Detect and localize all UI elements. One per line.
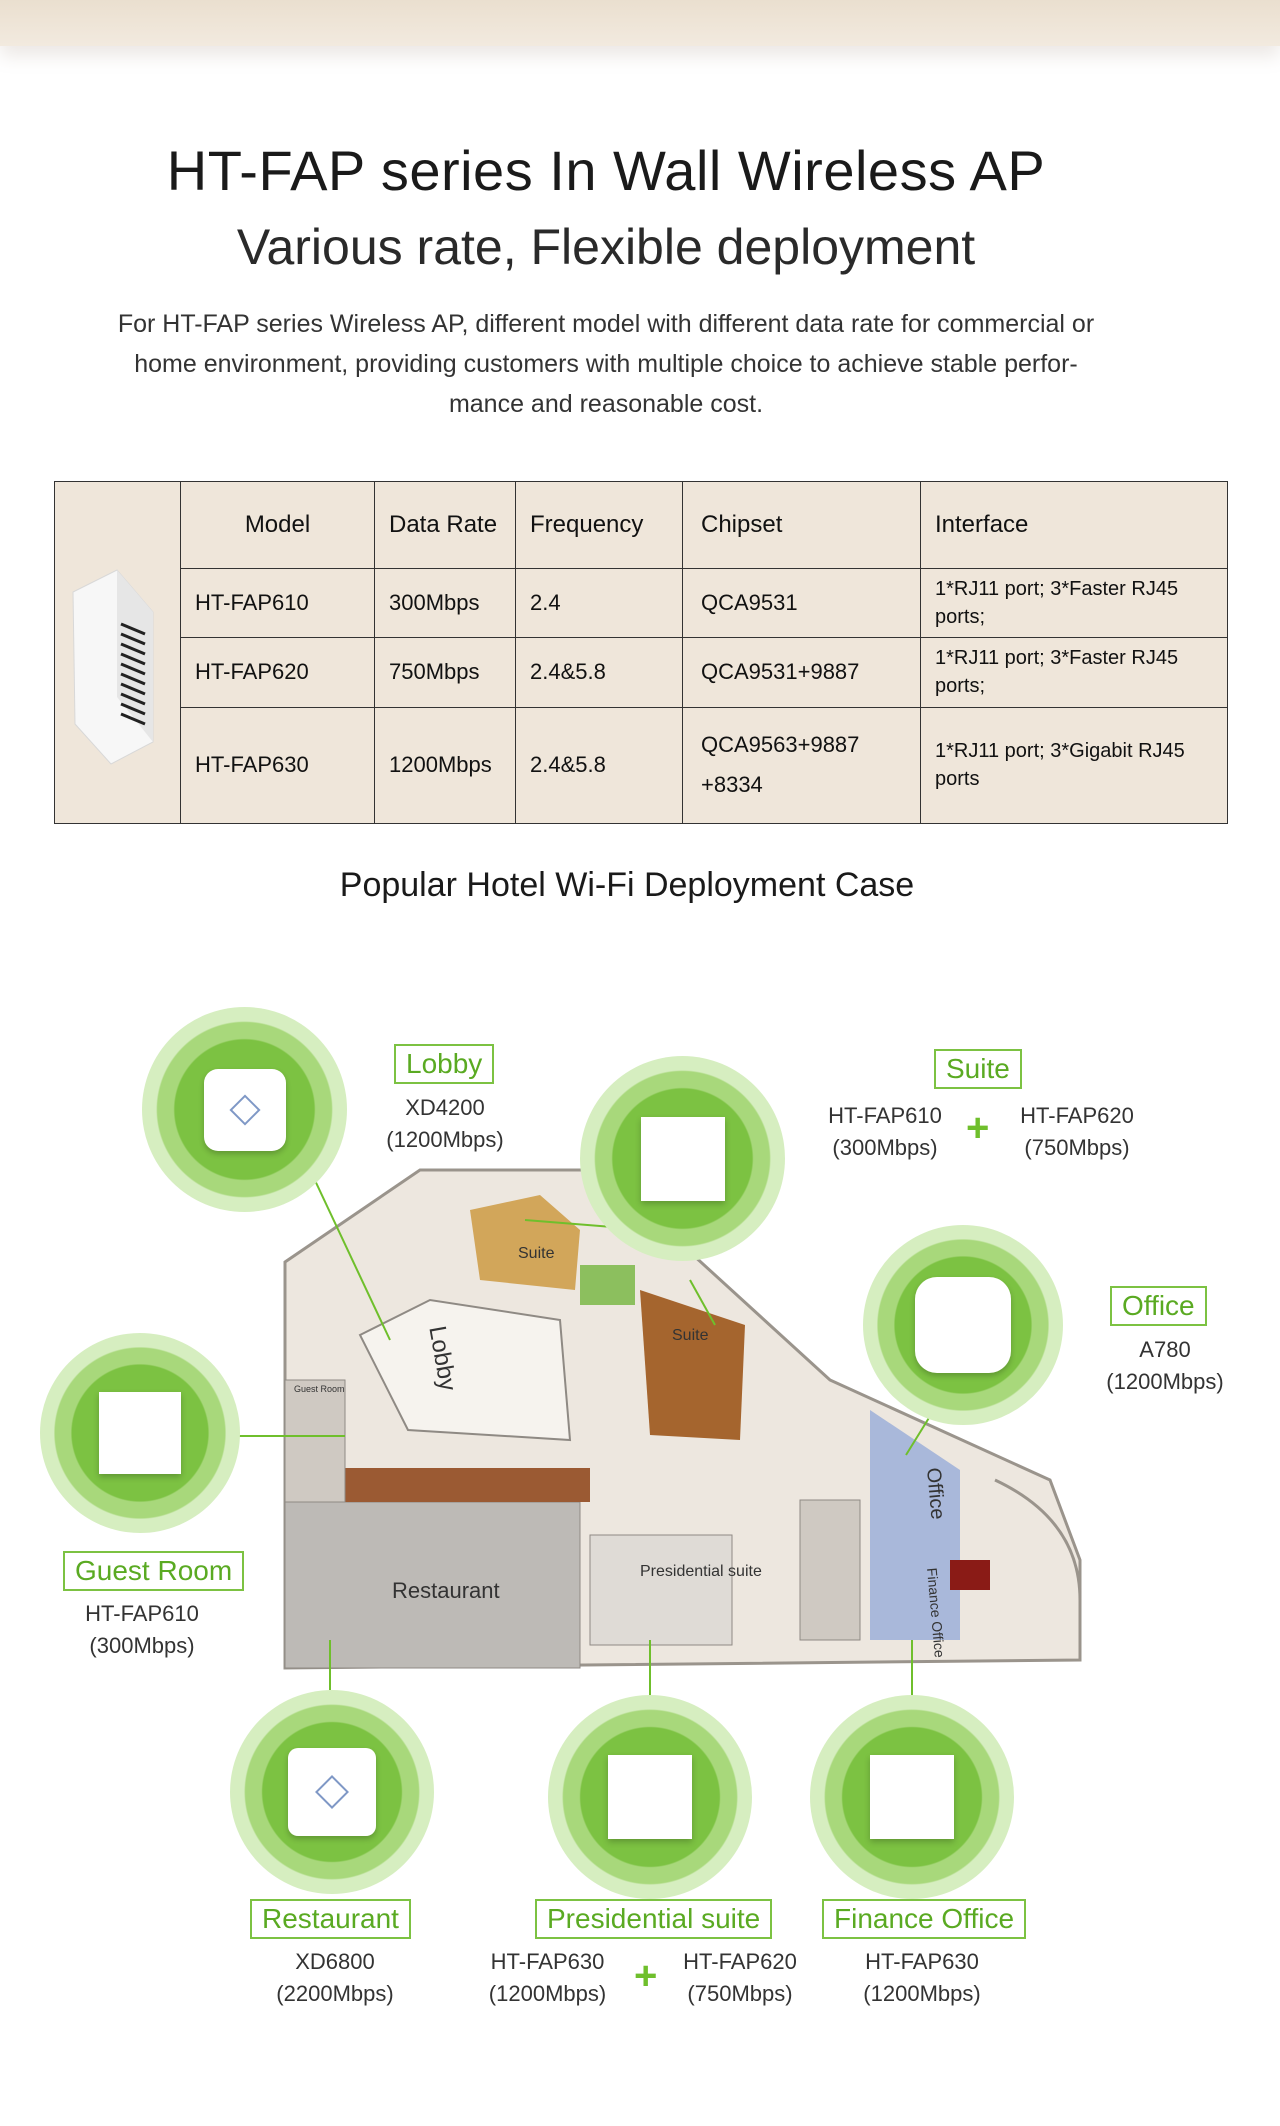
in-wall-ap-image — [640, 1116, 725, 1201]
cell-rate: 1200Mbps — [374, 706, 516, 825]
lobby-model-name: XD4200 — [405, 1095, 485, 1120]
col-frequency: Frequency — [515, 481, 683, 569]
office-ap-bubble — [863, 1225, 1063, 1425]
table-header-row: Model Data Rate Frequency Chipset Interf… — [54, 481, 1228, 824]
presidential-model-a: HT-FAP630 (1200Mbps) — [480, 1946, 615, 2010]
plan-label-finance: Finance Office — [924, 1567, 948, 1658]
suite-model-a: HT-FAP610 (300Mbps) — [820, 1100, 950, 1164]
guest-room-ap-bubble — [40, 1333, 240, 1533]
office-model-name: A780 — [1139, 1337, 1191, 1362]
in-wall-ap-image — [608, 1755, 692, 1839]
office-model-rate: (1200Mbps) — [1106, 1369, 1224, 1394]
col-interface: Interface — [920, 481, 1228, 569]
suite-label: Suite — [934, 1049, 1022, 1089]
guest-room-model: HT-FAP610 (300Mbps) — [72, 1598, 212, 1662]
guest-room-model-name: HT-FAP610 — [85, 1601, 199, 1626]
deployment-title: Popular Hotel Wi-Fi Deployment Case — [339, 866, 915, 904]
suite-model-a-rate: (300Mbps) — [832, 1135, 938, 1160]
presidential-model-a-rate: (1200Mbps) — [488, 1981, 607, 2006]
restaurant-ap-bubble — [230, 1690, 434, 1894]
cell-frequency: 2.4&5.8 — [515, 706, 683, 825]
page-title: HT-FAP series In Wall Wireless AP — [166, 139, 1046, 202]
in-wall-ap-image — [870, 1755, 954, 1839]
lobby-model-rate: (1200Mbps) — [386, 1127, 504, 1152]
suite-model-a-name: HT-FAP610 — [828, 1103, 942, 1128]
cell-interface: 1*RJ11 port; 3*Faster RJ45 ports; — [920, 567, 1228, 639]
finance-ap-bubble — [810, 1695, 1014, 1899]
cell-model: HT-FAP610 — [180, 567, 375, 639]
plan-label-restaurant: Restaurant — [392, 1578, 500, 1603]
col-data-rate: Data Rate — [374, 481, 516, 569]
cell-chipset: QCA9531 — [682, 567, 921, 639]
ceiling-ap-image — [288, 1748, 376, 1836]
intro-paragraph: For HT-FAP series Wireless AP, different… — [117, 310, 1095, 418]
plan-label-office: Office — [922, 1467, 948, 1521]
plan-label-guest-room: Guest Room — [294, 1384, 345, 1394]
lobby-model: XD4200 (1200Mbps) — [370, 1092, 520, 1156]
office-label: Office — [1110, 1286, 1207, 1326]
ceiling-ap-image — [915, 1277, 1011, 1373]
guest-room-model-rate: (300Mbps) — [89, 1633, 195, 1658]
in-wall-ap-image — [99, 1392, 181, 1474]
presidential-model-b: HT-FAP620 (750Mbps) — [675, 1946, 805, 2010]
finance-model-rate: (1200Mbps) — [863, 1981, 981, 2006]
finance-model-name: HT-FAP630 — [865, 1949, 979, 1974]
suite-ap-bubble — [580, 1056, 785, 1261]
plus-icon: + — [966, 1106, 990, 1150]
col-chipset: Chipset — [682, 481, 921, 569]
cell-chipset: QCA9531+9887 — [682, 637, 921, 708]
top-banner — [0, 0, 1280, 46]
cell-rate: 750Mbps — [374, 637, 516, 708]
presidential-model-a-name: HT-FAP630 — [490, 1949, 605, 1974]
suite-model-b: HT-FAP620 (750Mbps) — [1012, 1100, 1142, 1164]
guest-room-label: Guest Room — [63, 1551, 245, 1591]
table-row: HT-FAP620 750Mbps 2.4&5.8 QCA9531+9887 1… — [55, 637, 1228, 708]
product-image-cell — [54, 481, 181, 824]
lobby-ap-bubble — [142, 1007, 347, 1212]
plan-label-presidential: Presidential suite — [640, 1563, 762, 1580]
restaurant-label: Restaurant — [250, 1899, 411, 1939]
restaurant-model-name: XD6800 — [295, 1949, 375, 1974]
finance-label: Finance Office — [822, 1899, 1027, 1939]
cell-interface: 1*RJ11 port; 3*Gigabit RJ45 ports — [920, 706, 1228, 825]
plan-label-suite-2: Suite — [672, 1327, 709, 1344]
office-model: A780 (1200Mbps) — [1095, 1334, 1235, 1398]
plus-icon: + — [634, 1954, 658, 1998]
spec-table: Model Data Rate Frequency Chipset Interf… — [54, 481, 1228, 825]
finance-model: HT-FAP630 (1200Mbps) — [852, 1946, 992, 2010]
cell-chipset: QCA9563+9887 +8334 — [682, 706, 921, 825]
table-row: HT-FAP630 1200Mbps 2.4&5.8 QCA9563+9887 … — [55, 706, 1228, 825]
table-row: HT-FAP610 300Mbps 2.4 QCA9531 1*RJ11 por… — [55, 567, 1228, 639]
in-wall-ap-image — [72, 569, 154, 765]
suite-model-b-rate: (750Mbps) — [1024, 1135, 1130, 1160]
ceiling-ap-image — [203, 1068, 286, 1151]
presidential-model-b-name: HT-FAP620 — [683, 1949, 797, 1974]
presidential-label: Presidential suite — [535, 1899, 773, 1939]
suite-model-b-name: HT-FAP620 — [1020, 1103, 1134, 1128]
cell-model: HT-FAP620 — [180, 637, 375, 708]
restaurant-model: XD6800 (2200Mbps) — [265, 1946, 405, 2010]
plan-label-suite: Suite — [518, 1245, 555, 1262]
cell-model: HT-FAP630 — [180, 706, 375, 825]
presidential-model-b-rate: (750Mbps) — [687, 1981, 793, 2006]
page-subtitle: Various rate, Flexible deployment — [236, 219, 976, 275]
cell-frequency: 2.4&5.8 — [515, 637, 683, 708]
restaurant-model-rate: (2200Mbps) — [276, 1981, 394, 2006]
lobby-label: Lobby — [394, 1044, 495, 1084]
presidential-ap-bubble — [548, 1695, 752, 1899]
cell-interface: 1*RJ11 port; 3*Faster RJ45 ports; — [920, 637, 1228, 708]
col-model: Model — [180, 481, 375, 569]
